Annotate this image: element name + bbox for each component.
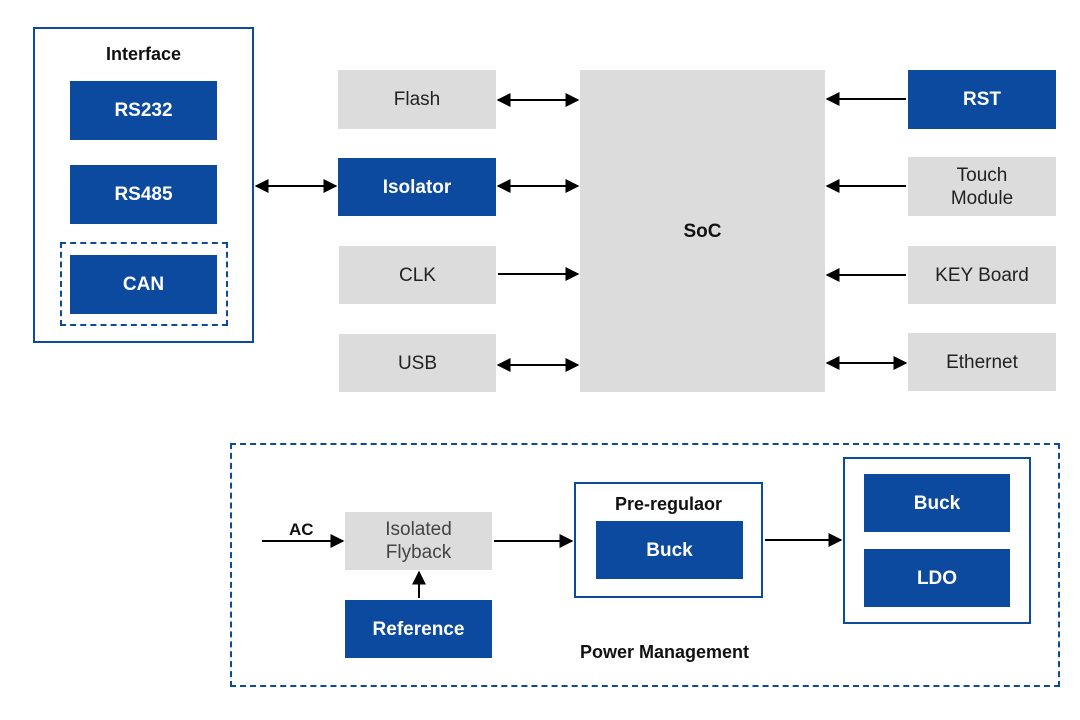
rs485-block: RS485 (70, 165, 217, 224)
soc-block: SoC (580, 70, 825, 392)
isolator-block: Isolator (338, 158, 496, 216)
interface-title: Interface (105, 44, 182, 64)
power-management-title: Power Management (580, 642, 750, 662)
rst-block: RST (908, 70, 1056, 129)
interface-group (33, 27, 254, 343)
pre-regulator-title: Pre-regulaor (614, 494, 723, 514)
flash-block: Flash (338, 70, 496, 129)
key-board-block: KEY Board (908, 246, 1056, 304)
can-block: CAN (70, 255, 217, 314)
power-management-group (230, 443, 1060, 687)
rs232-block: RS232 (70, 81, 217, 140)
ethernet-block: Ethernet (908, 333, 1056, 391)
isolated-flyback-block: Isolated Flyback (345, 512, 492, 570)
ac-label: AC (289, 520, 314, 539)
pre-buck-block: Buck (596, 521, 743, 579)
pre-regulator-group (574, 482, 763, 598)
output-regulators-group (843, 457, 1031, 624)
clk-block: CLK (339, 246, 496, 304)
usb-block: USB (339, 334, 496, 392)
reference-block: Reference (345, 600, 492, 658)
can-optional-frame (60, 242, 228, 326)
output-buck-block: Buck (864, 474, 1010, 532)
ldo-block: LDO (864, 549, 1010, 607)
touch-module-block: Touch Module (908, 157, 1056, 216)
